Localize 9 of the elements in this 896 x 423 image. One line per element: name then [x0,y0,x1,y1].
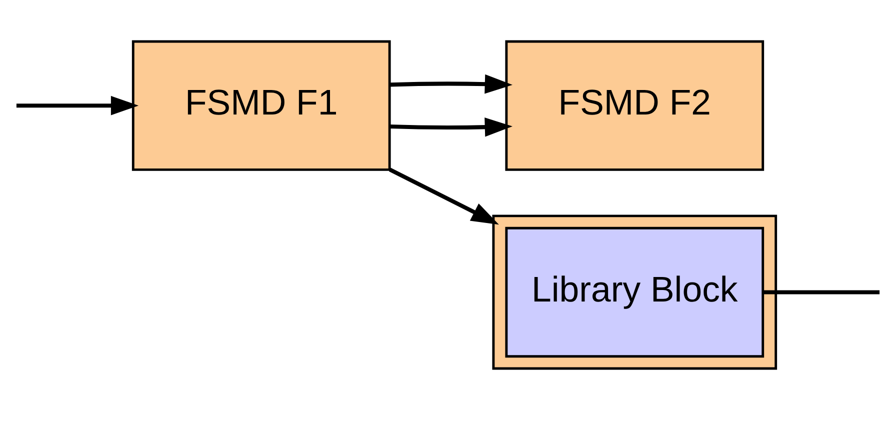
node-box: FSMD F2 [505,40,764,171]
arrow [390,117,512,137]
node-box: FSMD F1 [132,40,391,171]
cluster [492,214,778,370]
arrow [388,168,499,225]
connector [763,290,880,294]
node-box: Library Block [505,226,764,358]
arrow [390,74,512,94]
arrow [16,96,139,116]
